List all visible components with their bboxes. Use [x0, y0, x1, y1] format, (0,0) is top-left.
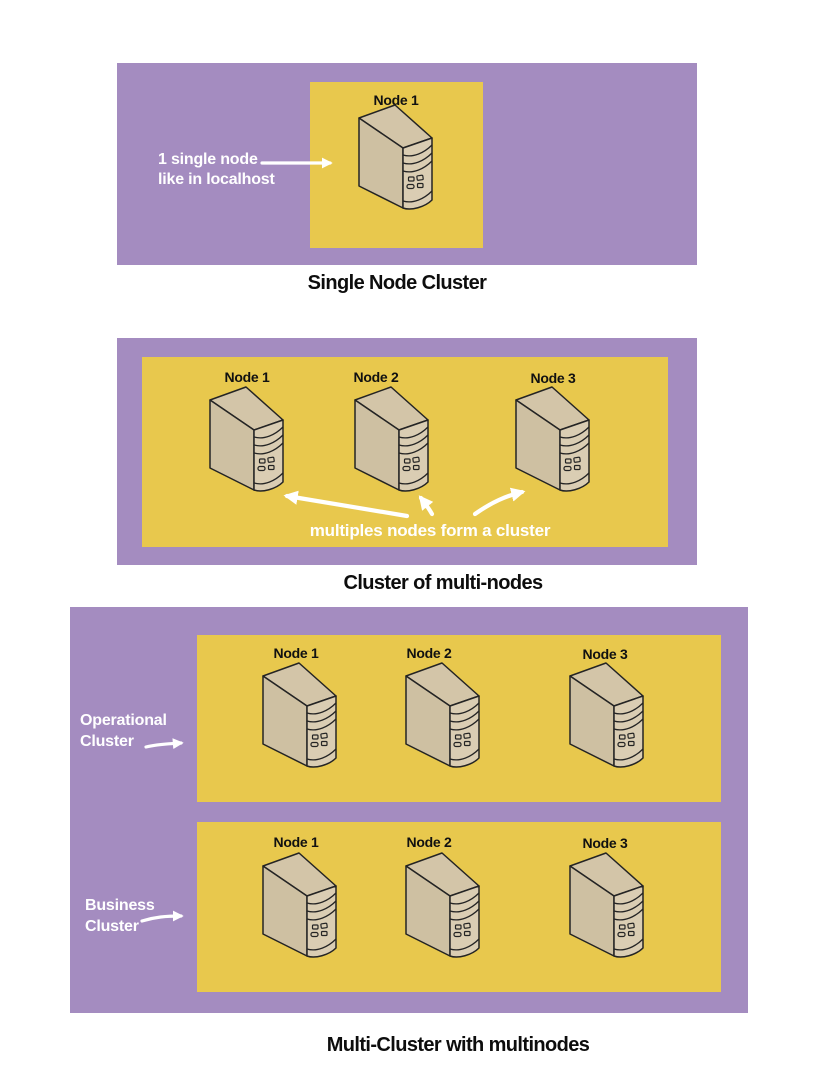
node-label: Node 1 [273, 834, 319, 850]
section-title: Multi-Cluster with multinodes [326, 1034, 590, 1056]
node-label: Node 2 [406, 645, 452, 661]
server-tower-icon [262, 662, 337, 768]
server-tower-icon [262, 852, 337, 958]
node-label: Node 2 [406, 834, 452, 850]
server-tower-icon [405, 662, 480, 768]
node-label: Node 3 [582, 835, 628, 851]
server-tower-icon [209, 386, 284, 492]
annotation-line: like in localhost [158, 171, 275, 188]
annotation-line: Cluster [85, 918, 139, 935]
server-tower-icon [515, 386, 590, 492]
node-label: Node 1 [373, 92, 419, 108]
single-node-annotation: 1 single node like in localhost [158, 150, 275, 190]
annotation-line: Operational [80, 712, 167, 729]
section-title: Cluster of multi-nodes [343, 572, 543, 594]
node-label: Node 2 [353, 369, 399, 385]
server-tower-icon [569, 662, 644, 768]
server-tower-icon [569, 852, 644, 958]
multi-node-annotation: multiples nodes form a cluster [309, 521, 551, 540]
annotation-line: Cluster [80, 733, 134, 750]
node-label: Node 3 [582, 646, 628, 662]
section-title: Single Node Cluster [307, 272, 487, 294]
server-tower-icon [405, 852, 480, 958]
annotation-line: 1 single node [158, 151, 258, 168]
business-cluster-label: Business Cluster [85, 895, 155, 937]
node-label: Node 1 [224, 369, 270, 385]
node-label: Node 1 [273, 645, 319, 661]
operational-cluster-label: Operational Cluster [80, 710, 167, 752]
server-tower-icon [358, 104, 433, 210]
node-label: Node 3 [530, 370, 576, 386]
annotation-line: Business [85, 897, 155, 914]
server-tower-icon [354, 386, 429, 492]
